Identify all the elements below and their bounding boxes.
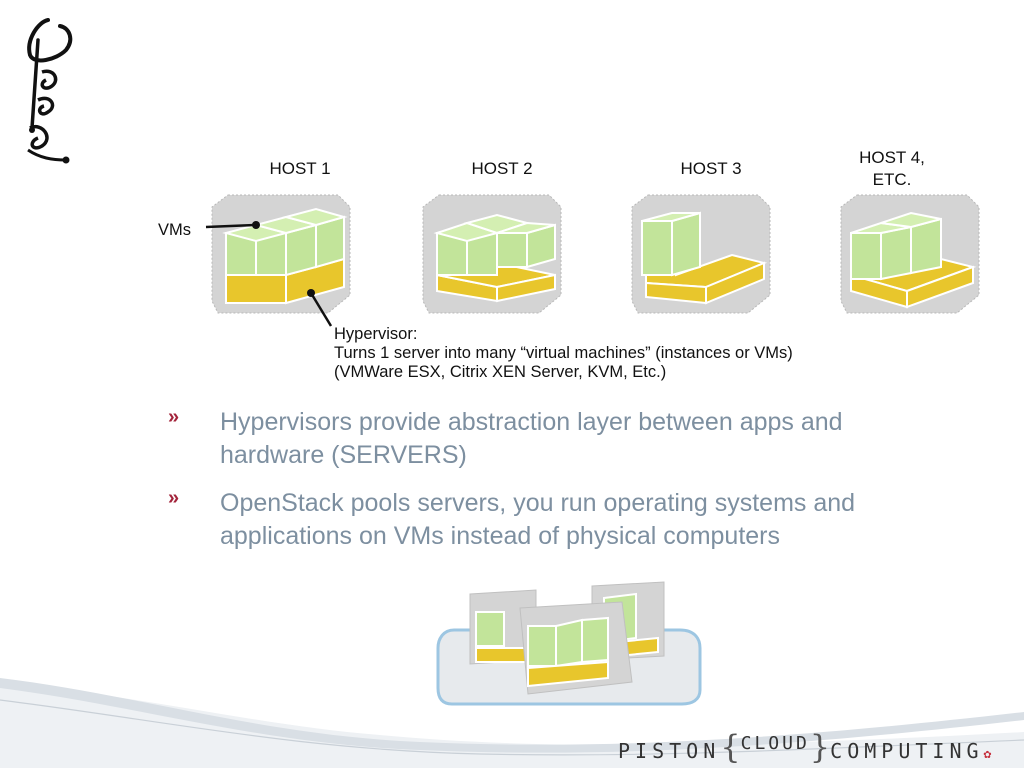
bullet-text: OpenStack pools servers, you run operati…: [220, 489, 856, 550]
bullet-marker: »: [168, 406, 180, 428]
background-swoosh: [0, 678, 1024, 768]
hypervisor-title: Hypervisor:: [334, 325, 418, 343]
host-3-hypervisor: [645, 253, 768, 305]
bullet-2: » OpenStack pools servers, you run opera…: [168, 487, 928, 557]
vms-callout-line: [205, 223, 257, 229]
piston-signature-logo: [27, 18, 73, 164]
host-2-label: HOST 2: [471, 159, 533, 178]
hypervisor-callout-line: [309, 292, 333, 327]
host-1-hypervisor: [225, 257, 345, 305]
cloud-pool-illustration: [436, 581, 702, 706]
hypervisor-line-1: Turns 1 server into many “virtual machin…: [334, 344, 793, 362]
hypervisor-callout-dot: [307, 289, 315, 297]
host-4-label-line1: HOST 4,: [859, 148, 925, 167]
host-3-label: HOST 3: [680, 159, 742, 178]
host-3-vms: [641, 211, 701, 277]
host-1-vms: [222, 207, 348, 277]
hypervisor-line-2: (VMWare ESX, Citrix XEN Server, KVM, Etc…: [334, 363, 667, 381]
footer-brace-open: {: [720, 728, 741, 766]
callout-lines: [205, 221, 333, 327]
pooled-server-back-left: [469, 589, 537, 665]
pooled-server-front: [519, 601, 633, 695]
bullet-1: » Hypervisors provide abstraction layer …: [168, 406, 928, 476]
footer-word-computing: COMPUTING: [830, 739, 984, 763]
host-1-label: HOST 1: [269, 159, 331, 178]
host-4-label-line2: ETC.: [872, 170, 912, 189]
footer-brace-close: }: [809, 728, 831, 766]
footer-company-logo: PISTON{CLOUD}COMPUTING✿: [618, 728, 991, 766]
host-4-vms: [850, 211, 942, 281]
bullet-marker: »: [168, 487, 180, 509]
host-2-vms: [433, 213, 556, 276]
vms-callout-dot: [252, 221, 260, 229]
footer-word-cloud: CLOUD: [740, 733, 810, 754]
host-2-server: [422, 194, 562, 314]
host-3-server: [631, 194, 771, 314]
hypervisor-annotation: Hypervisor: Turns 1 server into many “vi…: [334, 325, 934, 382]
bullet-text: Hypervisors provide abstraction layer be…: [220, 408, 843, 469]
vms-label: VMs: [158, 221, 191, 239]
flower-icon: ✿: [983, 747, 992, 762]
host-4-server: [840, 194, 980, 314]
footer-word-piston: PISTON: [618, 739, 721, 763]
host-4-label: HOST 4, ETC.: [842, 147, 942, 191]
